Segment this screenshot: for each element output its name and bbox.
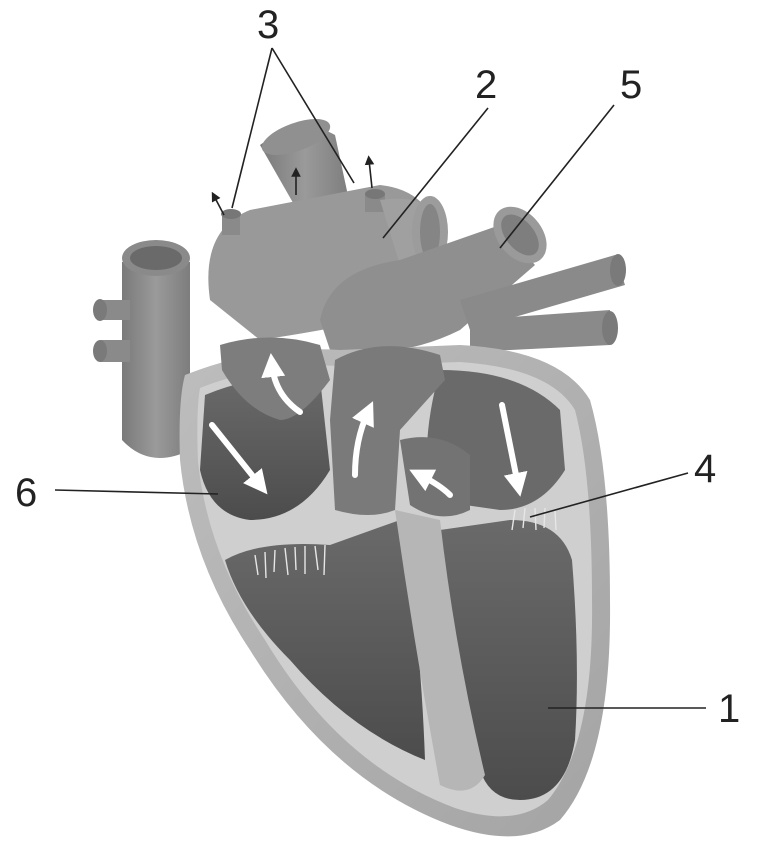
leader-6 [54,489,219,495]
label-3: 3 [257,3,279,47]
label-2: 2 [475,63,497,107]
label-4: 4 [694,447,716,491]
leader-3b [271,47,355,184]
right-ventricle [225,520,425,760]
arrow-branch-3 [364,155,375,189]
label-5: 5 [620,63,642,107]
interventricular-septum [395,510,485,791]
arrow-aortic-outflow [261,353,303,415]
arrow-left-ventricle-up [409,469,453,498]
chordae-right [511,507,557,531]
leader-4 [529,472,689,518]
leader-2 [382,107,489,239]
arrow-left-atrium-down [499,402,528,497]
leader-lines [54,47,706,709]
left-side-branches [93,299,130,362]
leader-5 [499,104,615,249]
arrow-right-atrium [209,422,268,495]
blood-flow-arrows [209,353,528,498]
label-1: 1 [718,687,740,731]
pulmonary-veins [460,254,626,352]
branch-flow-arrows [211,155,375,216]
label-6: 6 [15,471,37,515]
arrow-pulmonary-outflow [352,401,374,478]
pulmonary-trunk [320,206,547,353]
superior-vena-cava [122,240,190,458]
chordae-left [254,544,326,579]
arrow-branch-1 [211,191,225,216]
leader-3a [231,47,273,209]
